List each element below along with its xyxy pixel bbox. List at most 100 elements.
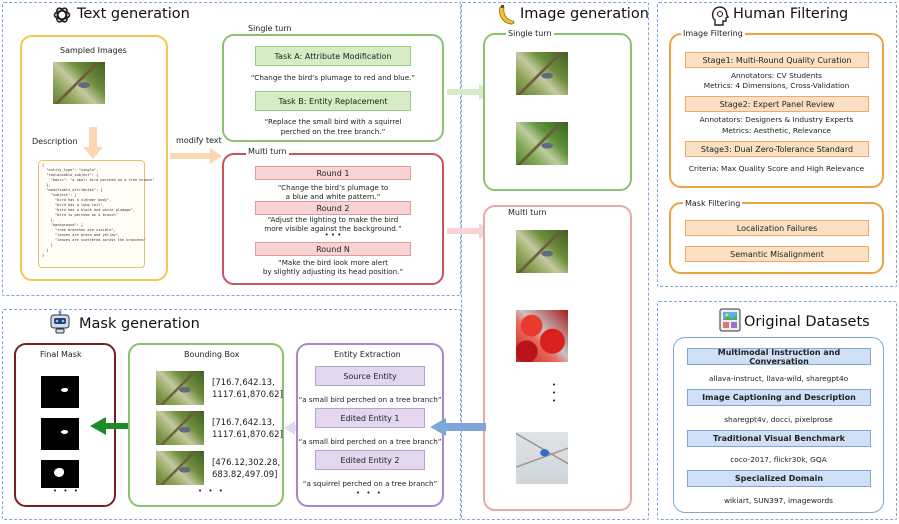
bbox-image-3 [156,451,204,485]
image-generation-section [461,2,649,520]
bbox-coords-2: [716.7,642.13, 1117.61,870.62] [212,417,283,441]
stage2-pill: Stage2: Expert Panel Review [685,96,869,112]
modify-text-arrow [170,148,222,164]
stage2-annotators: Annotators: Designers & Industry Experts [699,115,854,124]
single-turn-image-1 [516,52,568,95]
image-filtering-title: Image Filtering [681,29,745,38]
bbox-coords-1: [716.7,642.13, 1117.61,870.62] [212,377,283,401]
multi-turn-vertical-dots: • • • [552,381,557,405]
green-arrow-to-final-mask [90,417,140,435]
task-b-quote-line2: perched on the tree branch.” [280,127,386,136]
round-n-quote-line2: by slightly adjusting its head position.… [262,267,404,276]
human-filtering-section [657,2,897,287]
edited-entity-2-pill: Edited Entity 2 [315,450,425,470]
multi-turn-to-image-arrow [447,223,491,239]
text-generation-title: Text generation [77,6,190,22]
bounding-box-label: Bounding Box [184,350,240,359]
single-turn-image-2 [516,122,568,165]
modify-text-label: modify text [176,136,222,145]
round-1-pill: Round 1 [255,166,411,180]
round-1-quote-line2: a blue and white pattern.” [285,192,381,201]
bbox-coords-1-line2: 1117.61,870.62] [212,390,283,400]
task-b-quote-line1: “Replace the small bird with a squirrel [264,117,402,126]
source-entity-pill: Source Entity [315,366,425,386]
round-n-quote-line1: “Make the bird look more alert [278,258,388,267]
task-a-pill: Task A: Attribute Modification [255,46,411,66]
stage1-metrics: Metrics: 4 Dimensions, Cross-Validation [703,81,850,90]
sampled-images-label: Sampled Images [60,46,127,55]
human-head-icon [711,6,730,26]
text-generation-section [2,2,461,296]
robot-icon [50,310,70,334]
dataset-group-1: Multimodal Instruction and Conversation [687,348,871,366]
description-json: { "entity_type": "single", "replaceable_… [42,163,155,257]
dataset-group-4: Specialized Domain [687,470,871,487]
mask-image-3 [41,460,79,488]
entity-ellipsis: • • • [356,489,383,497]
openai-logo-icon [53,7,71,23]
round-1-quote-line1: “Change the bird’s plumage to [277,183,389,192]
semantic-misalignment-pill: Semantic Misalignment [685,246,869,262]
bbox-image-2 [156,411,204,445]
banana-logo-icon [499,5,515,25]
original-datasets-title: Original Datasets [744,314,870,330]
human-filtering-title: Human Filtering [733,6,849,22]
bbox-coords-2-line1: [716.7,642.13, [212,418,275,428]
description-json-box [38,160,145,268]
sampled-image [53,62,105,104]
multi-turn-image-1 [516,230,568,273]
mask-generation-section [2,309,461,520]
mask-generation-title: Mask generation [79,316,200,332]
stage2-metrics: Metrics: Aesthetic, Relevance [722,126,831,135]
final-mask-ellipsis: • • • [53,487,80,495]
image-single-turn-label: Single turn [506,29,554,38]
stage3-pill: Stage3: Dual Zero-Tolerance Standard [685,141,869,157]
description-label: Description [32,137,78,146]
dataset-group-3: Traditional Visual Benchmark [687,430,871,447]
edited-entity-1-quote: “a small bird perched on a tree branch” [298,437,442,446]
mask-filtering-panel [669,202,884,274]
multi-turn-title: Multi turn [246,147,289,156]
single-turn-title: Single turn [246,24,294,33]
stage1-pill: Stage1: Multi-Round Quality Curation [685,52,869,68]
multi-turn-image-2 [516,310,568,362]
round-2-pill: Round 2 [255,201,411,215]
mask-image-2 [41,418,79,450]
round-2-quote-line1: “Adjust the lighting to make the bird [267,215,399,224]
task-b-pill: Task B: Entity Replacement [255,91,411,111]
original-datasets-section [657,301,897,520]
dataset-group-1-items: allava-instruct, llava-wild, sharegpt4o [708,374,849,383]
bbox-coords-3-line1: [476.12,302.28, [212,458,281,468]
bbox-coords-2-line2: 1117.61,870.62] [212,430,283,440]
stage3-criteria: Criteria: Max Quality Score and High Rel… [688,164,865,173]
round-ellipsis: • • • [324,231,342,239]
image-generation-title: Image generation [520,6,649,22]
bounding-box-panel [128,343,284,507]
stage1-annotators: Annotators: CV Students [730,71,823,80]
dataset-group-2: Image Captioning and Description [687,389,871,406]
edited-entity-1-pill: Edited Entity 1 [315,408,425,428]
image-multi-turn-label: Multi turn [506,208,549,217]
round-n-pill: Round N [255,242,411,256]
multi-turn-image-n [516,432,568,484]
dataset-group-4-items: wikiart, SUN397, imagewords [723,496,834,505]
bbox-coords-3: [476.12,302.28, 683.82,497.09] [212,457,280,481]
entity-extraction-label: Entity Extraction [334,350,401,359]
round-2-quote-line2: more visible against the background.” [264,224,402,233]
task-a-quote: “Change the bird’s plumage to red and bl… [250,73,416,82]
bbox-coords-3-line2: 683.82,497.09] [212,470,278,480]
mask-image-1 [41,376,79,408]
bbox-coords-1-line1: [716.7,642.13, [212,378,275,388]
mask-filtering-title: Mask Filtering [683,199,743,208]
dataset-group-3-items: coco-2017, flickr30k, GQA [730,455,827,464]
bbox-image-1 [156,371,204,405]
edited-entity-2-quote: “a squirrel perched on a tree branch” [302,479,438,488]
dataset-group-2-items: sharegpt4v, docci, pixelprose [724,415,833,424]
final-mask-label: Final Mask [40,350,82,359]
bbox-ellipsis: • • • [198,487,225,495]
blue-arrow-to-entity-extraction [430,418,486,436]
database-picture-icon [719,308,741,332]
source-entity-quote: “a small bird perched on a tree branch” [298,395,442,404]
down-arrow [83,127,103,159]
localization-failures-pill: Localization Failures [685,220,869,236]
